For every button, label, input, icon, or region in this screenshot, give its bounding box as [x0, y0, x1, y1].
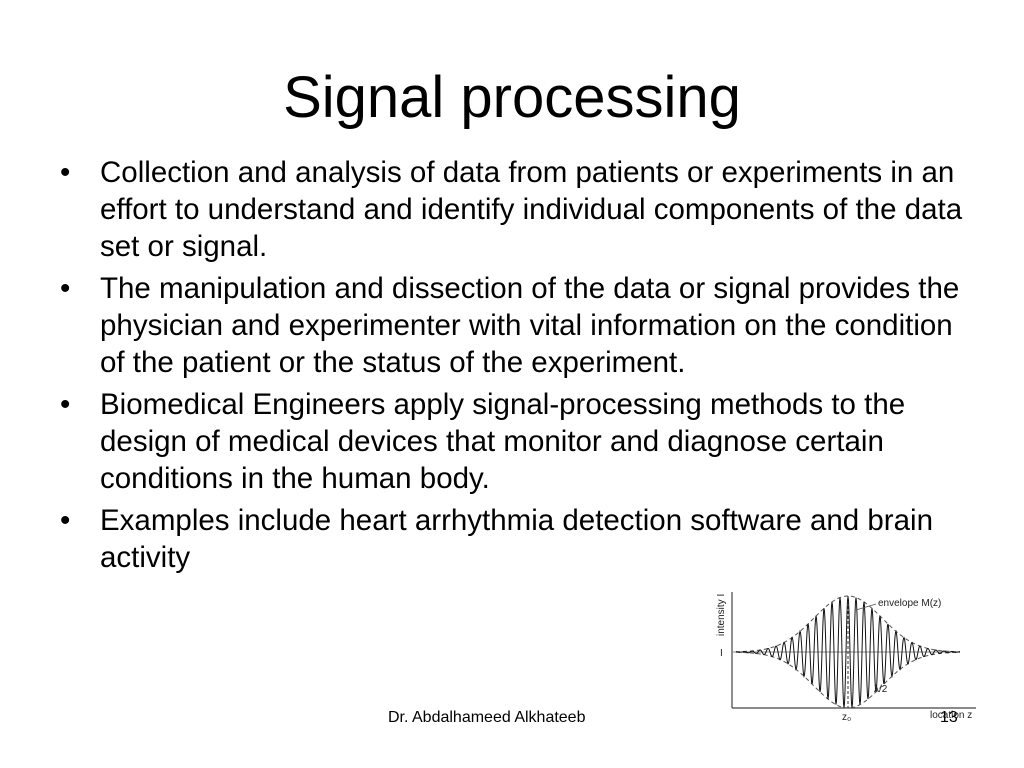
envelope-lower — [735, 651, 961, 709]
y-axis-label: intensity I — [716, 594, 727, 636]
bullet-item-3: • Biomedical Engineers apply signal-proc… — [60, 386, 980, 497]
center-label: z₀ — [842, 712, 851, 723]
interference-signal-figure: intensity I I envelope M(z) z₀ λ/2 locat… — [706, 584, 986, 734]
page-number: 13 — [940, 709, 958, 726]
wavelength-label: λ/2 — [874, 684, 888, 695]
bullet-marker: • — [60, 272, 71, 305]
bullet-text-1: Collection and analysis of data from pat… — [100, 156, 963, 263]
signal-plot: intensity I I envelope M(z) z₀ λ/2 locat… — [716, 592, 976, 723]
envelope-label: envelope M(z) — [878, 598, 941, 609]
bullet-text-2: The manipulation and dissection of the d… — [100, 272, 960, 379]
bullet-item-4: • Examples include heart arrhythmia dete… — [60, 502, 980, 576]
bullet-text-3: Biomedical Engineers apply signal-proces… — [100, 388, 906, 495]
envelope-pointer — [855, 603, 877, 611]
bullet-item-2: • The manipulation and dissection of the… — [60, 270, 980, 381]
bullet-marker: • — [60, 504, 71, 537]
bullet-list: • Collection and analysis of data from p… — [60, 154, 980, 581]
bullet-text-4: Examples include heart arrhythmia detect… — [100, 504, 934, 574]
envelope-upper — [735, 595, 961, 653]
x-axis-label: location z — [930, 710, 972, 721]
footer-author: Dr. Abdalhameed Alkhateeb — [388, 709, 586, 726]
bullet-marker: • — [60, 156, 71, 189]
bullet-item-1: • Collection and analysis of data from p… — [60, 154, 980, 265]
bullet-marker: • — [60, 388, 71, 421]
slide-title: Signal processing — [283, 65, 741, 130]
baseline-label: I — [720, 648, 723, 659]
